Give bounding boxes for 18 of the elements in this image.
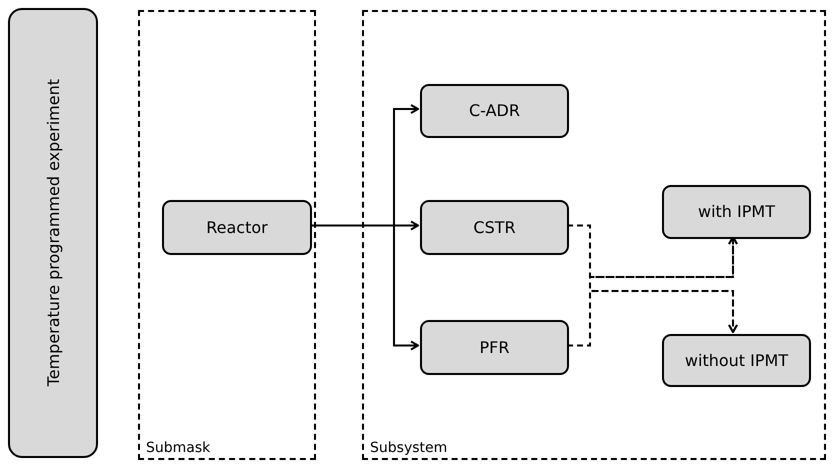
box-label: Temperature programmed experiment bbox=[44, 79, 62, 387]
process-box bbox=[420, 200, 569, 255]
group-label: Submask bbox=[146, 440, 210, 456]
box-label: PFR bbox=[478, 338, 510, 358]
group-label: Subsystem bbox=[370, 440, 448, 456]
group-frame bbox=[138, 10, 316, 460]
box-label: Reactor bbox=[205, 218, 269, 238]
box-label: with IPMT bbox=[697, 202, 776, 222]
process-box bbox=[420, 84, 569, 138]
box-label: CSTR bbox=[472, 218, 517, 238]
process-box bbox=[8, 8, 98, 458]
process-box bbox=[420, 320, 569, 375]
box-label: without IPMT bbox=[684, 350, 790, 370]
group-frame bbox=[362, 10, 826, 460]
process-box bbox=[162, 200, 312, 255]
process-box bbox=[662, 334, 811, 387]
process-box bbox=[662, 185, 811, 239]
box-label: C-ADR bbox=[468, 101, 521, 121]
